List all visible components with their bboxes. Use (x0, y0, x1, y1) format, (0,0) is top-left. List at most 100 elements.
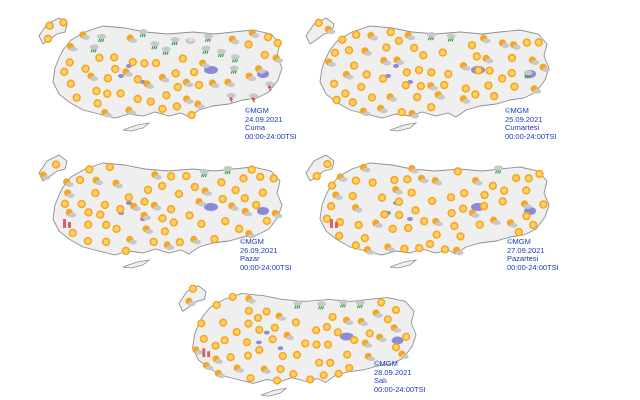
partly-cloudy-icon (248, 29, 260, 38)
partly-cloudy-icon (224, 78, 235, 88)
lake-shape (277, 346, 284, 351)
sunny-icon (121, 246, 131, 256)
partly-cloudy-icon (332, 191, 343, 200)
partly-cloudy-icon (357, 317, 369, 327)
sunny-icon (391, 305, 401, 315)
partly-cloudy-icon (390, 324, 402, 333)
cyprus-outline (260, 387, 288, 397)
sunny-icon (268, 335, 277, 344)
partly-cloudy-icon (87, 72, 98, 82)
weather-icons (314, 18, 551, 119)
partly-cloudy-icon (245, 230, 256, 239)
sunny-icon (77, 199, 86, 209)
partly-cloudy-icon (39, 171, 51, 181)
period-label: 00:00-24:00TSI (507, 262, 559, 272)
sunny-icon (344, 46, 354, 55)
sunny-icon (414, 65, 424, 75)
sunny-icon (427, 102, 436, 112)
partly-cloudy-icon (372, 309, 383, 318)
sunny-icon (256, 172, 265, 182)
lake-shape (393, 64, 399, 68)
sunny-icon (226, 353, 235, 362)
sunny-icon (83, 236, 93, 246)
sunny-icon (140, 197, 149, 206)
partly-cloudy-icon (125, 106, 136, 116)
sunny-icon (169, 218, 178, 227)
partly-cloudy-icon (64, 189, 75, 198)
thunderstorm-icon (249, 93, 259, 103)
partly-cloudy-icon (214, 369, 226, 379)
partly-cloudy-icon (376, 333, 387, 343)
partly-cloudy-icon (163, 241, 175, 251)
sunny-icon (488, 181, 498, 191)
sunny-icon (367, 93, 377, 102)
sunny-icon (360, 233, 370, 243)
sunny-icon (510, 82, 519, 91)
sunny-icon (511, 173, 521, 183)
sunny-icon (211, 341, 220, 350)
partly-cloudy-icon (380, 56, 391, 66)
heat-warning-icon (202, 348, 211, 358)
sunny-icon (260, 50, 269, 60)
sunny-icon (242, 338, 252, 347)
sunny-icon (116, 204, 125, 214)
source-label: ©MGM (374, 359, 398, 368)
weather-icons (43, 18, 284, 120)
sunny-icon (345, 363, 354, 373)
sunny-icon (85, 165, 94, 174)
day-label: Cumartesi (505, 123, 540, 132)
partly-cloudy-icon (208, 79, 220, 89)
sunny-icon (474, 66, 483, 75)
partly-cloudy-icon (283, 331, 294, 341)
sunny-icon (105, 162, 114, 172)
turkey-map (305, 17, 551, 132)
partly-cloudy-icon (342, 316, 354, 326)
partly-cloudy-icon (482, 54, 494, 64)
sunny-icon (407, 188, 416, 197)
sunny-icon (262, 216, 272, 226)
sunny-icon (348, 98, 357, 107)
partly-cloudy-icon (480, 34, 491, 44)
partly-cloudy-icon (182, 78, 194, 88)
partly-cloudy-icon (140, 211, 152, 221)
sunny-icon (175, 237, 185, 247)
source-label: ©MGM (505, 106, 529, 115)
partly-cloudy-icon (255, 65, 266, 74)
sunny-icon (255, 325, 264, 334)
sunny-icon (402, 68, 412, 77)
sunny-icon (341, 89, 350, 98)
sunny-icon (291, 318, 300, 327)
sunny-icon (43, 34, 53, 43)
partly-cloudy-icon (510, 41, 521, 50)
sunny-icon (411, 206, 420, 215)
forecast-map-3 (33, 147, 288, 272)
partly-cloudy-icon (126, 34, 138, 44)
sunny-icon (199, 334, 208, 343)
sunny-icon (368, 178, 377, 187)
sunny-icon (382, 43, 391, 52)
partly-cloudy-icon (241, 207, 253, 217)
rain-icon (223, 165, 233, 175)
sunny-icon (348, 191, 357, 201)
partly-cloudy-icon (112, 179, 124, 189)
sunny-icon (365, 329, 374, 338)
sunny-icon (45, 21, 54, 30)
sunny-icon (412, 92, 422, 102)
date-label: 27.09.2021 (507, 245, 545, 255)
partly-cloudy-icon (359, 107, 371, 117)
partly-cloudy-icon (101, 108, 112, 118)
sunny-icon (329, 79, 339, 88)
sunny-icon (447, 208, 456, 218)
sunny-icon (394, 210, 404, 220)
partly-cloudy-icon (336, 173, 348, 182)
sunny-icon (357, 82, 366, 92)
partly-cloudy-icon (393, 56, 405, 65)
heat-warning-icon (330, 219, 338, 228)
sunny-icon (255, 345, 264, 355)
sunny-icon (110, 64, 120, 74)
rain-icon (199, 168, 209, 178)
sunny-icon (219, 318, 228, 327)
sunny-icon (81, 64, 90, 73)
partly-cloudy-icon (372, 219, 383, 229)
cyprus-outline (389, 122, 418, 132)
